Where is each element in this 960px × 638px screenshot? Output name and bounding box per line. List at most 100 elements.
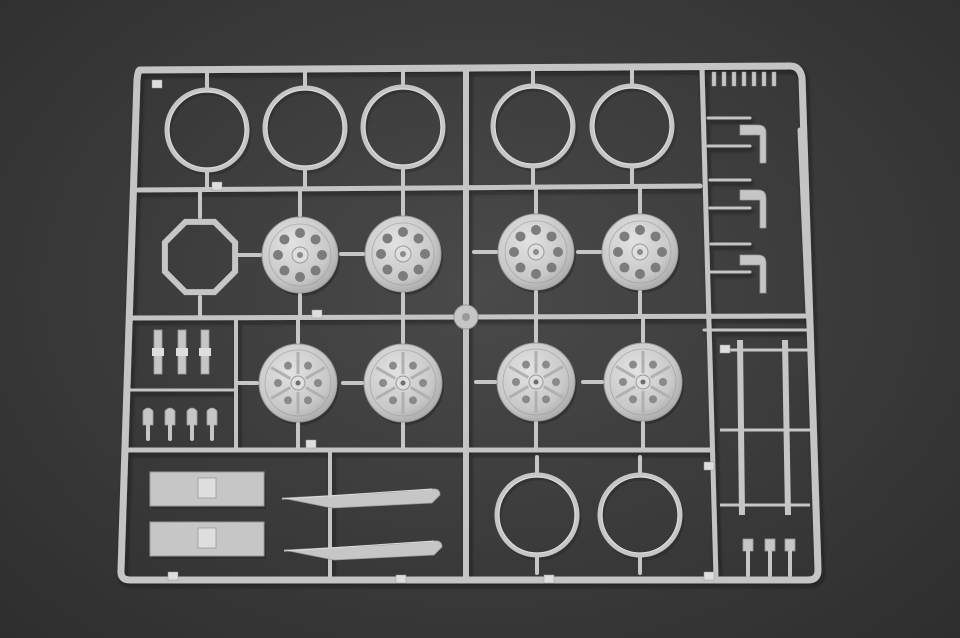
tab-marker	[719, 344, 731, 354]
wheel-hole	[619, 378, 627, 386]
wheel-hole	[389, 396, 397, 405]
tab-marker	[703, 571, 715, 581]
wheel-hole	[413, 233, 424, 244]
hub-center	[533, 379, 539, 385]
wheel-hole	[398, 227, 408, 237]
fitting-collar	[176, 348, 188, 356]
hub-center	[297, 252, 303, 258]
wheel-rim-line	[371, 222, 435, 286]
wheel-spoke	[270, 366, 291, 380]
ring-highlight	[494, 87, 572, 165]
wheel-hole	[376, 249, 386, 259]
wheel-hole	[635, 225, 645, 235]
fitting-collar	[152, 348, 164, 356]
wheel-hole	[542, 395, 550, 404]
wheel-hole	[522, 395, 530, 404]
ring-highlight	[266, 89, 344, 167]
wheel-spoke	[305, 386, 326, 400]
box-latch	[197, 477, 217, 499]
pin-part	[771, 71, 777, 87]
wheel-hole	[304, 396, 312, 405]
wheel-hole	[274, 379, 282, 387]
wheel-hole	[613, 247, 623, 257]
wheel-hole	[284, 396, 292, 405]
hook-fitting	[164, 407, 176, 426]
hub-center	[295, 380, 301, 386]
wheel-spoke	[375, 366, 396, 380]
ring-highlight	[601, 476, 679, 554]
wheel-hole	[295, 272, 305, 282]
wheel-hole	[382, 233, 393, 244]
hook-fitting	[186, 407, 198, 426]
wheel-rim-line	[609, 348, 677, 416]
ring	[164, 87, 250, 173]
wheel-hole	[295, 228, 305, 238]
fitting-collar	[199, 348, 211, 356]
wheel-spoke	[375, 386, 396, 400]
wheel-spoke	[508, 385, 529, 399]
sprue-parts	[142, 66, 810, 584]
ring-highlight	[364, 88, 442, 166]
ladder-rail	[737, 339, 745, 516]
wheel-hole	[515, 262, 526, 273]
ring-highlight	[168, 91, 246, 169]
pin-part	[761, 71, 767, 87]
hub-center	[400, 380, 406, 386]
wheel-hole	[552, 378, 560, 386]
pin-part	[741, 71, 747, 87]
wheel-hole	[420, 249, 430, 259]
rifle-barrel	[283, 540, 435, 552]
wheel-hole	[619, 231, 630, 242]
wheel-hole	[419, 379, 427, 387]
wheel-rim-line	[264, 349, 332, 417]
wheel-hole	[553, 247, 563, 257]
wheel-hole	[409, 361, 417, 370]
wheel-rim-line	[504, 220, 568, 284]
tab-marker	[211, 181, 223, 191]
ring	[262, 85, 348, 171]
ring-highlight	[498, 476, 576, 554]
wheel-hole	[379, 379, 387, 387]
wheel-rim-line	[608, 220, 672, 284]
wheel-spoke	[543, 365, 564, 379]
tab-marker	[311, 309, 323, 319]
box-latch	[197, 527, 217, 549]
hub-center	[400, 251, 406, 257]
wheel-hole	[649, 395, 657, 404]
hub-center	[637, 249, 643, 255]
wheel-hole	[659, 378, 667, 386]
wheel-hole	[546, 262, 557, 273]
wheel-hole	[310, 265, 321, 276]
tab-marker	[167, 571, 179, 581]
wheel-spoke	[270, 386, 291, 400]
pin-part	[711, 71, 717, 87]
sprue-center-dot	[462, 313, 470, 321]
wheel-hole	[522, 360, 530, 369]
wheel-hole	[409, 396, 417, 405]
wheel-spoke	[650, 385, 671, 399]
wheel-hole	[310, 234, 321, 245]
ring-highlight	[593, 87, 671, 165]
pin-part	[731, 71, 737, 87]
wheel-rim-line	[369, 349, 437, 417]
wheel-hole	[398, 271, 408, 281]
pin-part	[721, 71, 727, 87]
ring	[490, 83, 576, 169]
wheel-hole	[317, 250, 327, 260]
wheel-spoke	[305, 366, 326, 380]
ring	[597, 472, 683, 558]
hub-center	[533, 249, 539, 255]
wheel-hole	[382, 264, 393, 275]
tab-marker	[703, 461, 715, 471]
tab-marker	[543, 574, 555, 584]
wheel-hole	[635, 269, 645, 279]
rifle	[281, 488, 441, 509]
octagon-ring	[161, 218, 239, 296]
wheel-hole	[542, 360, 550, 369]
hub-center	[640, 379, 646, 385]
ring	[589, 83, 675, 169]
wheel-hole	[304, 361, 312, 370]
wheel-spoke	[410, 386, 431, 400]
ring	[494, 472, 580, 558]
